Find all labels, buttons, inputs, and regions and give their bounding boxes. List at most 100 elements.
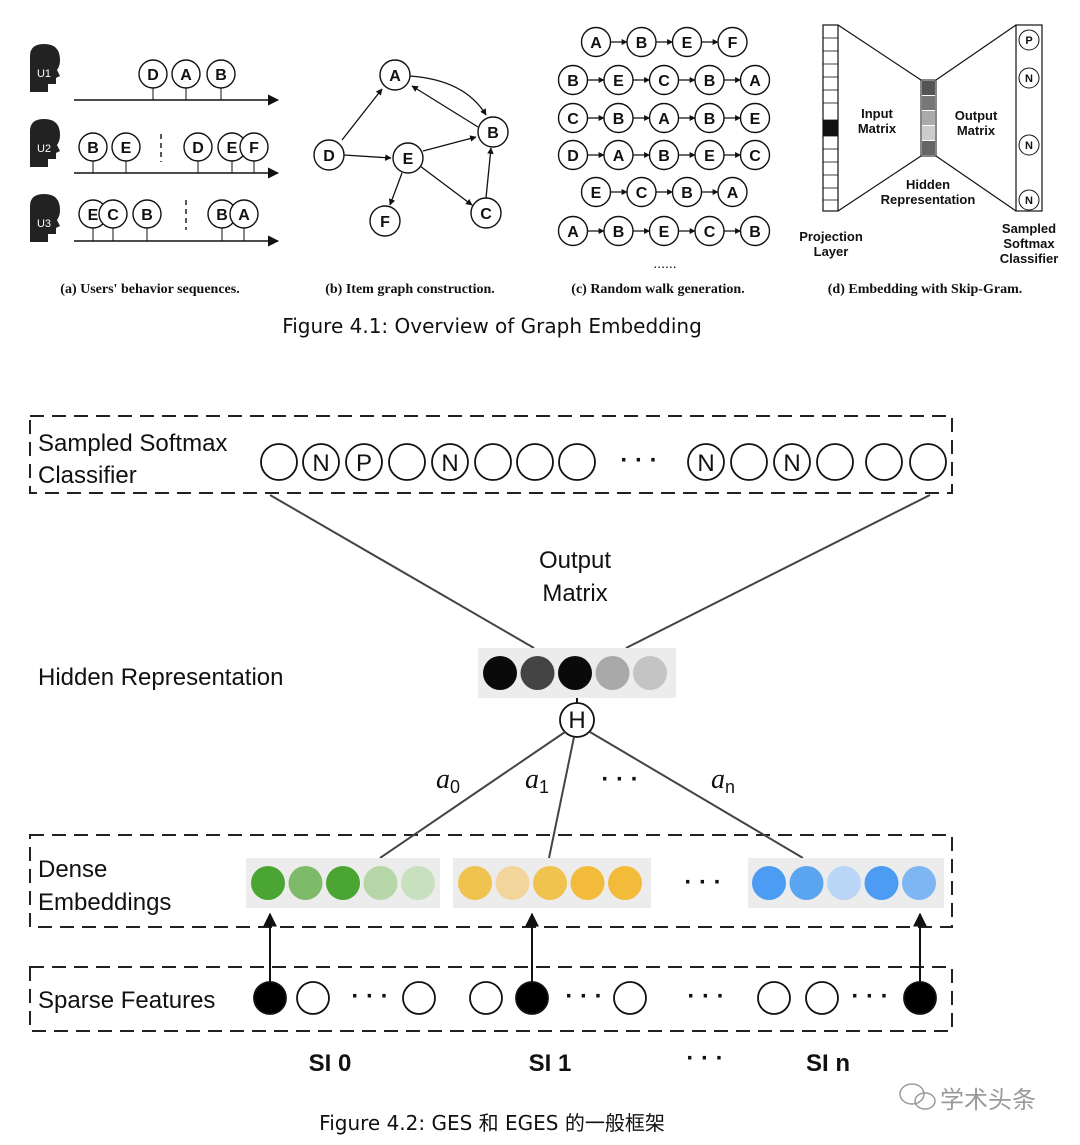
embedding-dot-yellow xyxy=(533,866,567,900)
hidden-label: Representation xyxy=(881,192,976,207)
user-label: U2 xyxy=(37,143,51,155)
svg-text:A: A xyxy=(389,68,401,85)
si-ellipsis: · · · xyxy=(686,1045,723,1072)
hidden-vector xyxy=(483,656,667,690)
hidden-label: Hidden xyxy=(906,177,950,192)
walk-ellipsis: ...... xyxy=(653,255,676,271)
user-head-icon: U3 xyxy=(30,194,60,242)
weight-an: an xyxy=(711,764,735,797)
graph-node: B xyxy=(477,116,509,148)
graph-node: E xyxy=(392,142,424,174)
embedding-dot-yellow xyxy=(495,866,530,900)
walk-node-label: B xyxy=(704,111,716,128)
walk-node-label: A xyxy=(590,35,602,52)
softmax-label: Sampled Softmax xyxy=(38,430,227,457)
sparse-node xyxy=(402,981,436,1015)
input-matrix-label: Input xyxy=(861,106,893,121)
svg-text:N: N xyxy=(312,450,329,477)
walk-node-label: B xyxy=(681,185,693,202)
svg-text:B: B xyxy=(215,67,227,84)
h-node xyxy=(559,702,595,738)
dense-label: Embeddings xyxy=(38,889,171,916)
sparse-ellipsis: · · · xyxy=(565,983,602,1010)
embedding-dot-blue xyxy=(864,866,899,900)
walk-node xyxy=(557,215,589,247)
output-matrix-label: Matrix xyxy=(957,123,996,138)
dense-embeddings xyxy=(251,866,936,900)
svg-text:N: N xyxy=(1025,73,1033,85)
user-label: U3 xyxy=(37,218,51,230)
projection-layer xyxy=(822,24,839,212)
dense-ellipsis: · · · xyxy=(684,869,721,896)
walk-node xyxy=(739,102,771,134)
panel-d-skipgram: P N N N Input Matrix Output Matrix Hidde… xyxy=(799,24,1058,297)
walk-node xyxy=(671,176,703,208)
graph-node: C xyxy=(470,197,502,229)
softmax-node xyxy=(474,443,512,481)
walk-node xyxy=(739,215,771,247)
event-node: A xyxy=(171,59,201,100)
walk-node-label: E xyxy=(659,224,670,241)
embedding-dot-blue xyxy=(902,866,936,900)
softmax-node xyxy=(558,443,596,481)
dense-label: Dense xyxy=(38,856,107,883)
weight-line xyxy=(379,731,566,859)
svg-text:E: E xyxy=(121,140,132,157)
output-node: N xyxy=(1018,134,1040,156)
output-layer xyxy=(1015,24,1043,212)
softmax-node: N xyxy=(302,443,340,481)
si-label: SI n xyxy=(806,1050,850,1077)
hidden-dot xyxy=(558,656,592,690)
softmax-node xyxy=(865,443,903,481)
panel-b-item-graph: A B C D E F (b) Item graph construction. xyxy=(313,59,509,297)
sparse-node xyxy=(757,981,791,1015)
watermark-text: 学术头条 xyxy=(940,1086,1036,1114)
svg-text:P: P xyxy=(1025,35,1032,47)
embedding-dot-blue xyxy=(752,866,786,900)
walk-node xyxy=(717,176,748,208)
subcaption-b: (b) Item graph construction. xyxy=(325,282,495,297)
walk-node xyxy=(648,215,680,247)
walk-node xyxy=(739,139,771,171)
softmax-node: N xyxy=(687,443,725,481)
event-node: F xyxy=(239,132,269,173)
sparse-ellipsis: · · · xyxy=(351,983,388,1010)
classifier-label: Softmax xyxy=(1003,236,1055,251)
softmax-node xyxy=(909,443,947,481)
embedding-dot-yellow xyxy=(608,866,642,900)
walk-node-label: C xyxy=(567,111,579,128)
svg-text:P: P xyxy=(356,450,372,477)
walk-node-label: C xyxy=(658,73,670,90)
output-matrix-label: Output xyxy=(955,108,998,123)
walk-node xyxy=(694,102,725,134)
svg-text:C: C xyxy=(107,207,119,224)
walk-node-label: B xyxy=(658,148,670,165)
walk-node xyxy=(603,215,634,247)
svg-text:B: B xyxy=(87,140,99,157)
user-head-icon: U1 xyxy=(30,44,60,92)
walk-node-label: D xyxy=(567,148,579,165)
weight-ellipsis: · · · xyxy=(601,766,638,793)
si-label: SI 0 xyxy=(309,1050,352,1077)
walk-node xyxy=(739,64,771,96)
h-node-label: H xyxy=(568,707,585,734)
svg-text:D: D xyxy=(323,148,335,165)
walk-node-label: A xyxy=(727,185,739,202)
svg-text:F: F xyxy=(380,214,390,231)
sparse-node xyxy=(469,981,503,1015)
walk-node-label: F xyxy=(728,35,738,52)
svg-text:A: A xyxy=(238,207,250,224)
embedding-dot-blue xyxy=(827,866,861,900)
svg-text:F: F xyxy=(249,140,259,157)
hidden-dot xyxy=(595,656,630,690)
hidden-dot xyxy=(483,656,517,690)
event-node: C xyxy=(98,199,128,241)
embedding-dot-green xyxy=(401,866,435,900)
svg-text:N: N xyxy=(1025,195,1033,207)
svg-text:E: E xyxy=(403,151,414,168)
softmax-node xyxy=(516,443,554,481)
event-node: D xyxy=(183,132,213,173)
sparse-node xyxy=(613,981,647,1015)
